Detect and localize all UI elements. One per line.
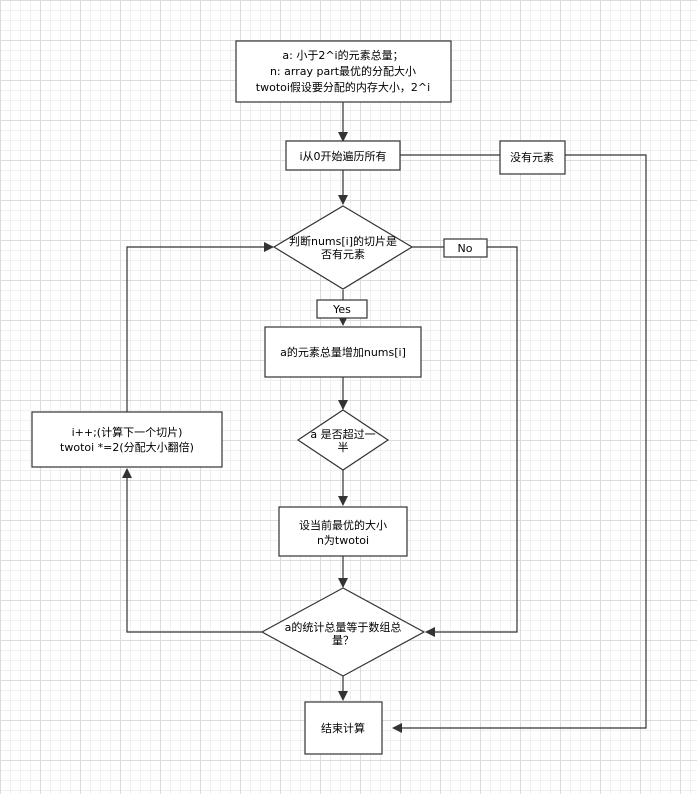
check-slice-line-1: 判断nums[i]的切片是	[289, 234, 397, 248]
edge-check-total-to-increment	[122, 468, 262, 633]
edge-no-elements-to-end	[392, 154, 647, 733]
check-total-line-1: a的统计总量等于数组总	[285, 620, 402, 634]
label-yes-text: Yes	[332, 303, 351, 316]
set-best-line-1: 设当前最优的大小	[299, 518, 387, 532]
info-line-1: a: 小于2^i的元素总量；	[282, 48, 403, 62]
edge-no-to-check-total	[425, 246, 518, 637]
increment-line-1: i++;(计算下一个切片)	[72, 425, 183, 439]
label-no: No	[443, 238, 488, 258]
node-more-half: a 是否超过一 半	[296, 409, 390, 471]
more-half-line-1: a 是否超过一	[310, 427, 375, 441]
check-total-line-2: 量？	[332, 634, 354, 647]
node-set-best: 设当前最优的大小 n为twotoi	[278, 506, 408, 557]
no-elements-label: 没有元素	[510, 150, 554, 164]
node-end: 结束计算	[304, 701, 383, 755]
check-slice-line-2: 否有元素	[321, 247, 365, 261]
end-label: 结束计算	[321, 721, 365, 735]
node-loop-start: i从0开始遍历所有	[285, 140, 401, 171]
set-best-line-2: n为twotoi	[317, 534, 369, 547]
node-check-slice: 判断nums[i]的切片是 否有元素	[272, 205, 414, 290]
node-add-total: a的元素总量增加nums[i]	[264, 326, 422, 378]
info-line-2: n: array part最优的分配大小	[270, 64, 416, 78]
label-no-text: No	[458, 242, 473, 255]
add-total-label: a的元素总量增加nums[i]	[280, 345, 406, 359]
loop-start-label: i从0开始遍历所有	[299, 149, 386, 163]
connectors	[122, 102, 647, 733]
node-check-total: a的统计总量等于数组总 量？	[260, 587, 426, 677]
label-yes: Yes	[316, 299, 368, 319]
edge-increment-to-check	[126, 242, 274, 412]
more-half-line-2: 半	[338, 440, 349, 454]
node-increment: i++;(计算下一个切片) twotoi *=2(分配大小翻倍)	[31, 411, 223, 468]
node-info: a: 小于2^i的元素总量； n: array part最优的分配大小 twot…	[235, 40, 452, 103]
node-no-elements: 没有元素	[499, 140, 566, 175]
info-line-3: twotoi假设要分配的内存大小，2^i	[256, 80, 430, 94]
increment-line-2: twotoi *=2(分配大小翻倍)	[60, 440, 194, 454]
